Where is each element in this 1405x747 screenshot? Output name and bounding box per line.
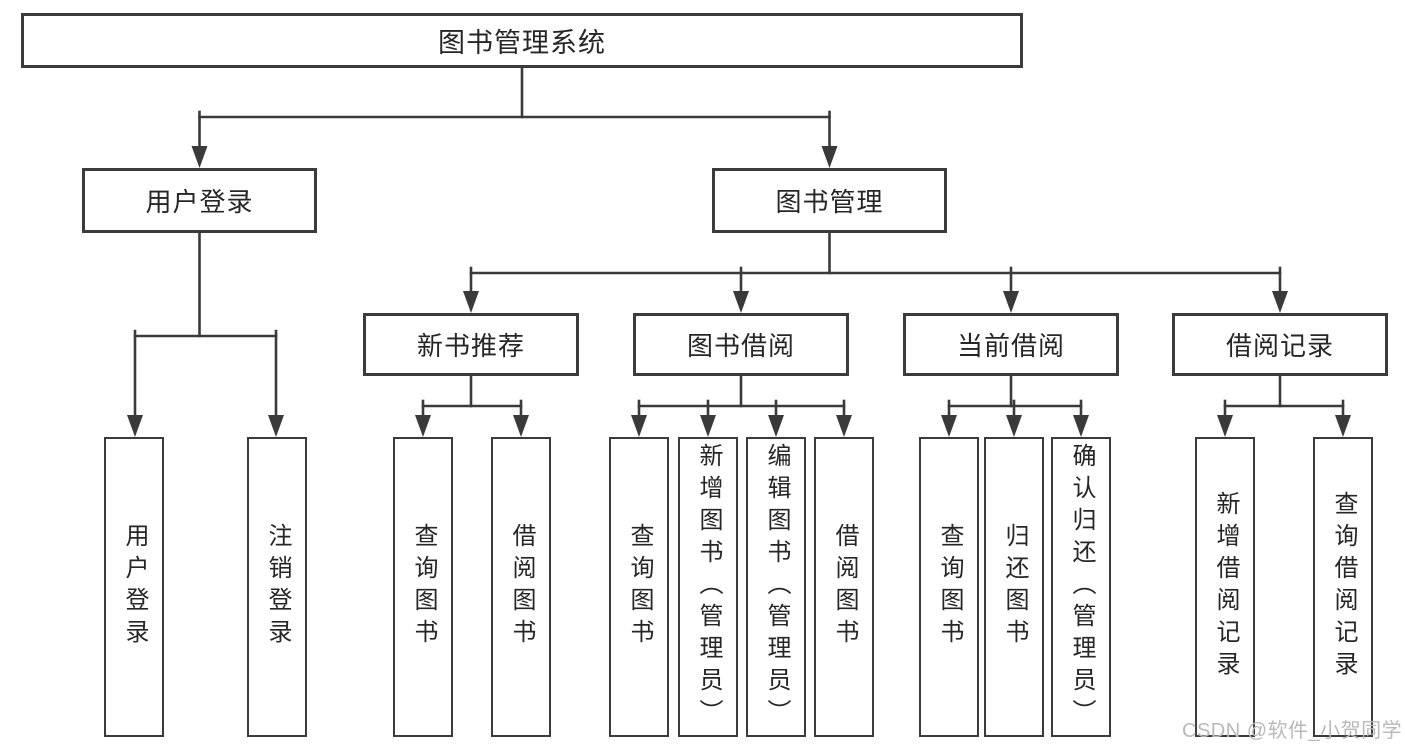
leaf-newbook-query-books: 查询图书 bbox=[393, 437, 453, 737]
node-borrow-records: 借阅记录 bbox=[1172, 313, 1388, 376]
leaf-user-login-label: 用户登录 bbox=[121, 523, 148, 651]
node-current-borrow-label: 当前借阅 bbox=[956, 331, 1065, 361]
leaf-current-confirm-return-admin-label: 确认归还（管理员） bbox=[1068, 443, 1095, 731]
leaf-current-confirm-return-admin: 确认归还（管理员） bbox=[1051, 437, 1111, 737]
leaf-borrow-borrow-books: 借阅图书 bbox=[814, 437, 874, 737]
csdn-watermark: CSDN @软件_小贺同学 bbox=[1182, 720, 1403, 742]
leaf-records-add-record-label: 新增借阅记录 bbox=[1212, 491, 1239, 683]
leaf-current-query-books-label: 查询图书 bbox=[936, 523, 963, 651]
leaf-logout-label: 注销登录 bbox=[264, 523, 291, 651]
leaf-records-query-record-label: 查询借阅记录 bbox=[1330, 491, 1357, 683]
node-new-book-recommend: 新书推荐 bbox=[363, 313, 579, 376]
leaf-borrow-add-books-admin: 新增图书（管理员） bbox=[678, 437, 738, 737]
node-book-management: 图书管理 bbox=[712, 168, 947, 233]
leaf-records-add-record: 新增借阅记录 bbox=[1195, 437, 1255, 737]
leaf-newbook-borrow-books: 借阅图书 bbox=[491, 437, 551, 737]
node-system-root-label: 图书管理系统 bbox=[438, 28, 606, 58]
leaf-borrow-add-books-admin-label: 新增图书（管理员） bbox=[695, 443, 722, 731]
leaf-borrow-edit-books-admin-label: 编辑图书（管理员） bbox=[763, 443, 790, 731]
node-book-management-label: 图书管理 bbox=[775, 187, 884, 217]
node-book-borrow: 图书借阅 bbox=[633, 313, 849, 376]
leaf-newbook-borrow-books-label: 借阅图书 bbox=[508, 523, 535, 651]
node-user-login: 用户登录 bbox=[82, 168, 317, 233]
leaf-newbook-query-books-label: 查询图书 bbox=[410, 523, 437, 651]
leaf-current-return-books-label: 归还图书 bbox=[1001, 523, 1028, 651]
leaf-borrow-edit-books-admin: 编辑图书（管理员） bbox=[746, 437, 806, 737]
node-user-login-label: 用户登录 bbox=[145, 187, 254, 217]
leaf-current-return-books: 归还图书 bbox=[984, 437, 1044, 737]
node-borrow-records-label: 借阅记录 bbox=[1225, 331, 1334, 361]
leaf-user-login: 用户登录 bbox=[104, 437, 164, 737]
leaf-logout: 注销登录 bbox=[247, 437, 307, 737]
leaf-borrow-borrow-books-label: 借阅图书 bbox=[831, 523, 858, 651]
leaf-borrow-query-books-label: 查询图书 bbox=[626, 523, 653, 651]
node-book-borrow-label: 图书借阅 bbox=[686, 331, 795, 361]
node-current-borrow: 当前借阅 bbox=[903, 313, 1119, 376]
leaf-records-query-record: 查询借阅记录 bbox=[1313, 437, 1373, 737]
node-system-root: 图书管理系统 bbox=[21, 13, 1023, 68]
leaf-current-query-books: 查询图书 bbox=[919, 437, 979, 737]
node-new-book-recommend-label: 新书推荐 bbox=[416, 331, 525, 361]
leaf-borrow-query-books: 查询图书 bbox=[609, 437, 669, 737]
